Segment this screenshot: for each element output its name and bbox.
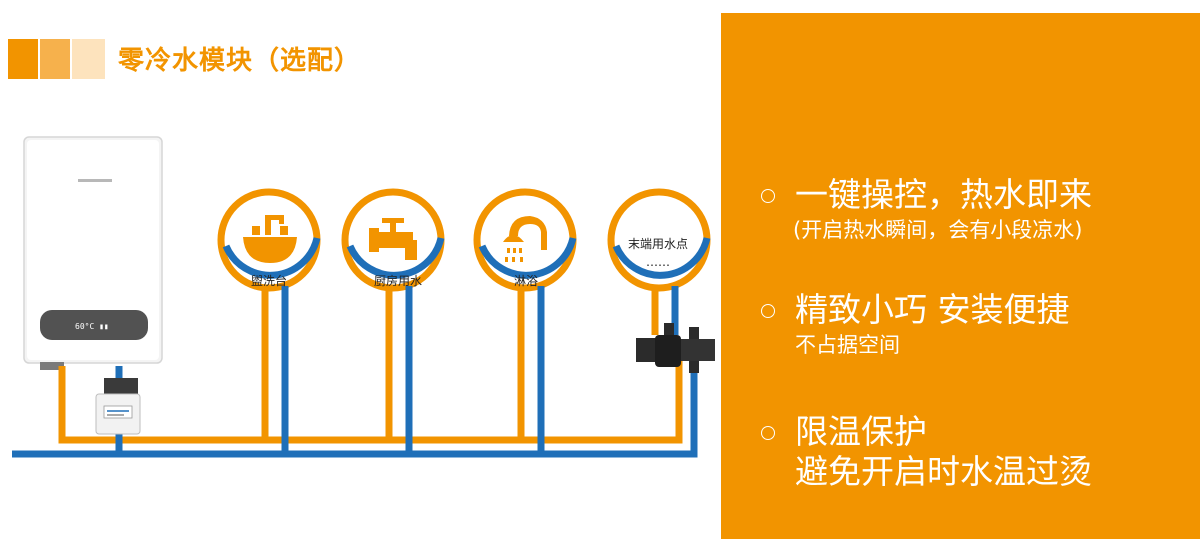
zero-cold-water-module [95, 378, 141, 435]
page-title: 零冷水模块（选配） [118, 46, 362, 76]
fixture-label-terminal: 末端用水点 [628, 237, 688, 251]
fixture-washbasin: 盥洗台 [217, 188, 321, 454]
fixture-kitchen: 厨房用水 [341, 188, 445, 454]
fixture-label-shower: 淋浴 [514, 274, 538, 288]
heater-brand-mark [78, 179, 112, 182]
bullet-circle-icon [761, 304, 775, 318]
faucet-icon [369, 218, 417, 260]
washbasin-icon [243, 215, 297, 263]
fixture-label-washbasin: 盥洗台 [251, 273, 287, 288]
header-block-1 [8, 39, 38, 79]
shower-icon [503, 216, 547, 262]
feature-main-text: 一键操控，热水即来 [795, 175, 1092, 214]
bullet-circle-icon [761, 426, 775, 440]
heater-control-panel [40, 310, 148, 340]
feature-main-text-2: 避免开启时水温过烫 [795, 452, 1092, 491]
bypass-valve [636, 323, 715, 373]
feature-sub-text: 不占据空间 [795, 333, 900, 357]
header-block-3 [72, 39, 105, 79]
fixture-label-kitchen: 厨房用水 [374, 273, 422, 288]
plumbing-diagram: 60°C ▮▮ 盥洗台 厨房用水 [12, 136, 715, 458]
water-heater: 60°C ▮▮ [23, 136, 163, 370]
heater-display: 60°C ▮▮ [75, 322, 109, 331]
fixture-label-dots: …… [646, 255, 670, 269]
fixture-shower: 淋浴 [473, 188, 577, 454]
feature-main-text: 精致小巧 安装便捷 [795, 290, 1070, 329]
bullet-circle-icon [761, 189, 775, 203]
feature-sub-text: (开启热水瞬间，会有小段凉水) [793, 218, 1083, 242]
feature-main-text: 限温保护 [795, 412, 927, 451]
cold-water-main-pipe [12, 350, 698, 458]
fixture-terminal-point: 末端用水点 …… [607, 188, 711, 335]
feature-panel: 一键操控，热水即来 (开启热水瞬间，会有小段凉水) 精致小巧 安装便捷 不占据空… [721, 13, 1200, 539]
hot-water-loop-pipe [58, 350, 683, 444]
header-block-2 [40, 39, 70, 79]
